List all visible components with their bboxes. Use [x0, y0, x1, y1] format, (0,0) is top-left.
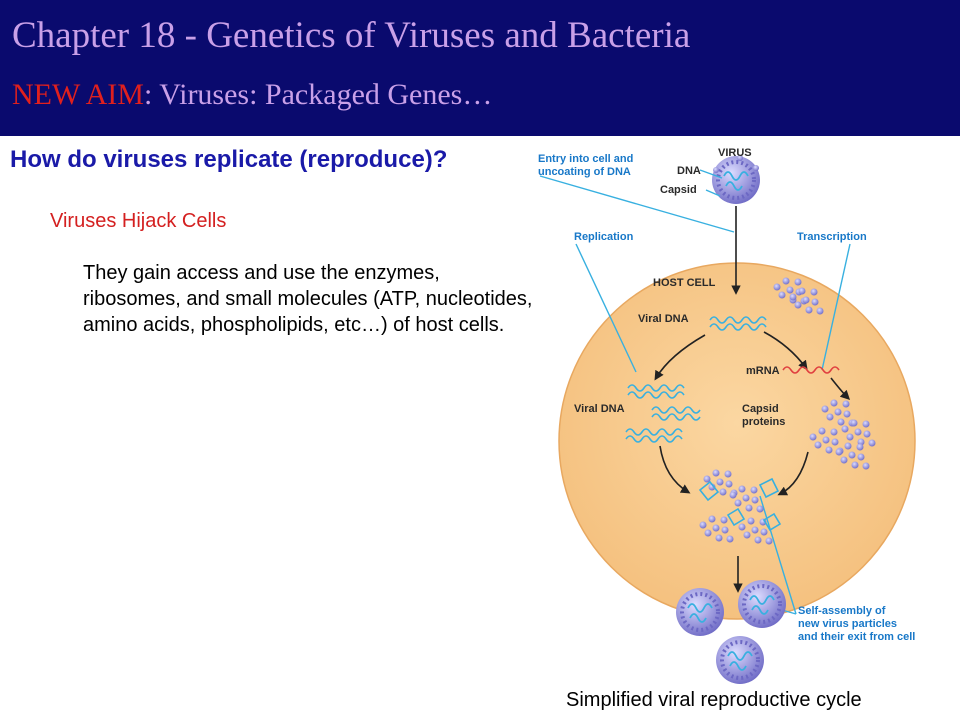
new-virus-icon	[736, 578, 788, 630]
label-self-assembly-1: Self-assembly of	[798, 605, 886, 617]
label-viral-dna-top: Viral DNA	[638, 313, 689, 325]
entering-virus-icon	[710, 154, 762, 206]
label-capsid-proteins-2: proteins	[742, 416, 785, 428]
aim-text: : Viruses: Packaged Genes…	[143, 78, 493, 111]
slide-title: Chapter 18 - Genetics of Viruses and Bac…	[12, 15, 691, 56]
label-replication: Replication	[574, 231, 634, 243]
label-self-assembly-3: and their exit from cell	[798, 631, 915, 643]
label-self-assembly-2: new virus particles	[798, 618, 897, 630]
new-virus-icon	[714, 634, 766, 686]
subheading: Viruses Hijack Cells	[50, 210, 227, 232]
label-dna: DNA	[677, 165, 701, 177]
body-paragraph: They gain access and use the enzymes, ri…	[83, 262, 533, 336]
aim-prefix: NEW AIM	[12, 78, 144, 111]
new-virus-icon	[674, 586, 726, 638]
viral-cycle-diagram: Entry into cell and uncoating of DNA VIR…	[538, 147, 916, 686]
question-heading: How do viruses replicate (reproduce)?	[10, 146, 448, 173]
label-entry-2: uncoating of DNA	[538, 166, 631, 178]
label-transcription: Transcription	[797, 231, 867, 243]
label-mrna: mRNA	[746, 365, 780, 377]
label-virus: VIRUS	[718, 147, 752, 159]
slide-aim: NEW AIM: Viruses: Packaged Genes…	[12, 78, 492, 112]
label-host-cell: HOST CELL	[653, 277, 716, 289]
diagram-caption: Simplified viral reproductive cycle	[566, 689, 862, 711]
label-capsid-proteins-1: Capsid	[742, 403, 779, 415]
label-capsid: Capsid	[660, 184, 697, 196]
slide-header: Chapter 18 - Genetics of Viruses and Bac…	[0, 0, 960, 136]
label-viral-dna-left: Viral DNA	[574, 403, 625, 415]
label-entry-1: Entry into cell and	[538, 153, 633, 165]
